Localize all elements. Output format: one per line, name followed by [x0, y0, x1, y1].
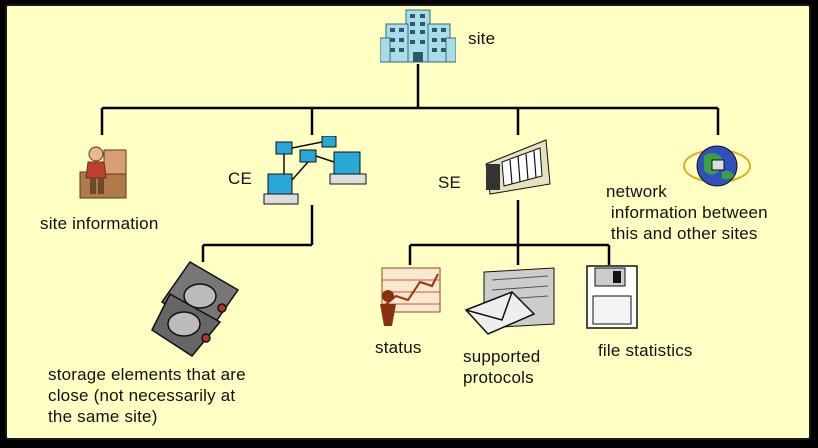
disk-drives-icon: [151, 261, 240, 357]
building-icon: [380, 9, 456, 63]
supported-protocols-label: supported protocols: [463, 347, 541, 387]
person-at-desk-icon: [79, 146, 127, 199]
ce-label: CE: [228, 169, 253, 188]
network-information-label: network information between this and oth…: [606, 182, 768, 243]
tape-library-icon: [485, 139, 551, 195]
se-label: SE: [438, 173, 462, 192]
diagram-panel: [5, 4, 811, 440]
status-chart-icon: [380, 267, 441, 326]
mail-protocols-icon: [464, 267, 555, 335]
root-label: site: [468, 29, 496, 48]
computer-network-icon: [263, 136, 367, 205]
floppy-disk-icon: [586, 265, 638, 329]
status-label: status: [375, 338, 422, 357]
site-information-label: site information: [40, 214, 159, 233]
file-statistics-label: file statistics: [598, 341, 693, 360]
globe-network-icon: [683, 145, 751, 187]
close-storage-label: storage elements that are close (not nec…: [48, 365, 246, 426]
